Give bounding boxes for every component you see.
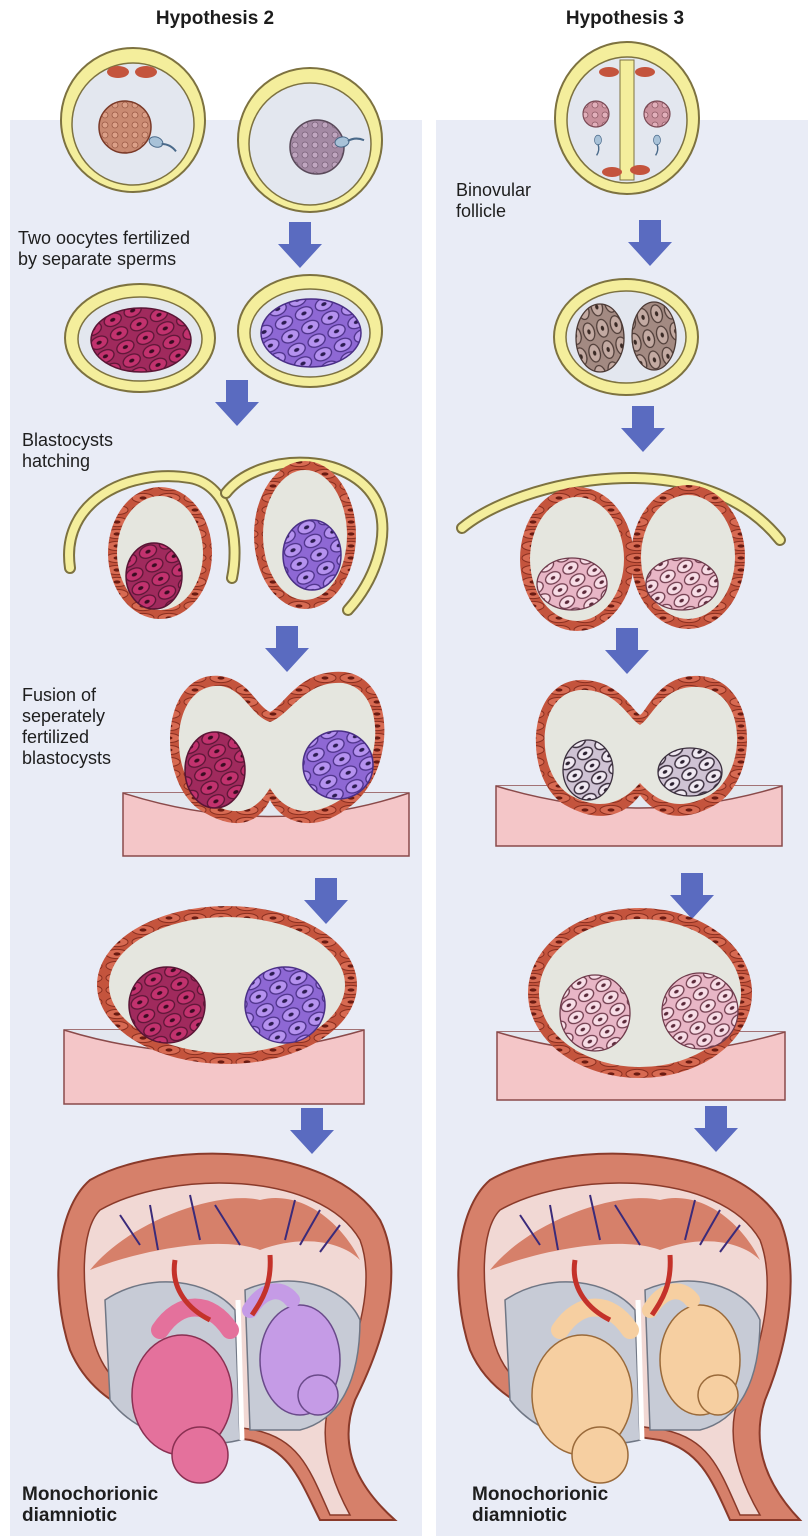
arrow-h2-3 bbox=[265, 626, 309, 672]
caption-line: Binovular bbox=[456, 180, 531, 201]
hatching-blastocyst-magenta bbox=[69, 476, 235, 619]
caption-line: fertilized bbox=[22, 727, 111, 748]
caption-line: Blastocysts bbox=[22, 430, 113, 451]
zygote-violet bbox=[238, 275, 382, 387]
caption-line: Fusion of bbox=[22, 685, 111, 706]
caption-line: Two oocytes fertilized bbox=[18, 228, 190, 249]
arrow-h2-4 bbox=[304, 878, 348, 924]
arrow-h3-3 bbox=[605, 628, 649, 674]
hypothesis-3-heading: Hypothesis 3 bbox=[520, 8, 730, 30]
uterus-twins-h3 bbox=[458, 1154, 800, 1520]
hypothesis-2-heading: Hypothesis 2 bbox=[110, 8, 320, 30]
caption-fusion: Fusion of seperately fertilized blastocy… bbox=[22, 685, 111, 769]
binovular-follicle bbox=[555, 42, 699, 194]
hatching-blastocyst-violet bbox=[226, 461, 382, 610]
arrow-h3-5 bbox=[694, 1106, 738, 1152]
result-line: diamniotic bbox=[472, 1505, 608, 1526]
caption-line: by separate sperms bbox=[18, 249, 190, 270]
caption-blastocysts-hatching: Blastocysts hatching bbox=[22, 430, 113, 472]
result-line: Monochorionic bbox=[472, 1484, 608, 1505]
zygote-magenta bbox=[65, 284, 215, 392]
oocyte-follicle-2 bbox=[238, 68, 382, 212]
arrow-h3-4 bbox=[670, 873, 714, 919]
result-line: diamniotic bbox=[22, 1505, 158, 1526]
caption-line: hatching bbox=[22, 451, 113, 472]
single-blastocyst-h3 bbox=[497, 908, 785, 1100]
binovular-zygotes bbox=[554, 279, 698, 395]
oocyte-follicle-1 bbox=[61, 48, 205, 192]
caption-line: blastocysts bbox=[22, 748, 111, 769]
result-label-h3: Monochorionic diamniotic bbox=[472, 1484, 608, 1526]
uterus-twins-h2 bbox=[58, 1154, 395, 1520]
arrow-h3-2 bbox=[621, 406, 665, 452]
single-blastocyst-h2 bbox=[64, 906, 364, 1104]
arrow-h2-1 bbox=[278, 222, 322, 268]
caption-binovular-follicle: Binovular follicle bbox=[456, 180, 531, 222]
arrow-h3-1 bbox=[628, 220, 672, 266]
arrow-h2-2 bbox=[215, 380, 259, 426]
hatching-twin-blastocysts-h3 bbox=[462, 478, 780, 631]
caption-two-oocytes: Two oocytes fertilized by separate sperm… bbox=[18, 228, 190, 270]
result-label-h2: Monochorionic diamniotic bbox=[22, 1484, 158, 1526]
caption-line: seperately bbox=[22, 706, 111, 727]
fused-blastocysts-h3 bbox=[496, 676, 782, 846]
arrow-h2-5 bbox=[290, 1108, 334, 1154]
fused-blastocysts-h2 bbox=[123, 672, 409, 856]
result-line: Monochorionic bbox=[22, 1484, 158, 1505]
caption-line: follicle bbox=[456, 201, 531, 222]
